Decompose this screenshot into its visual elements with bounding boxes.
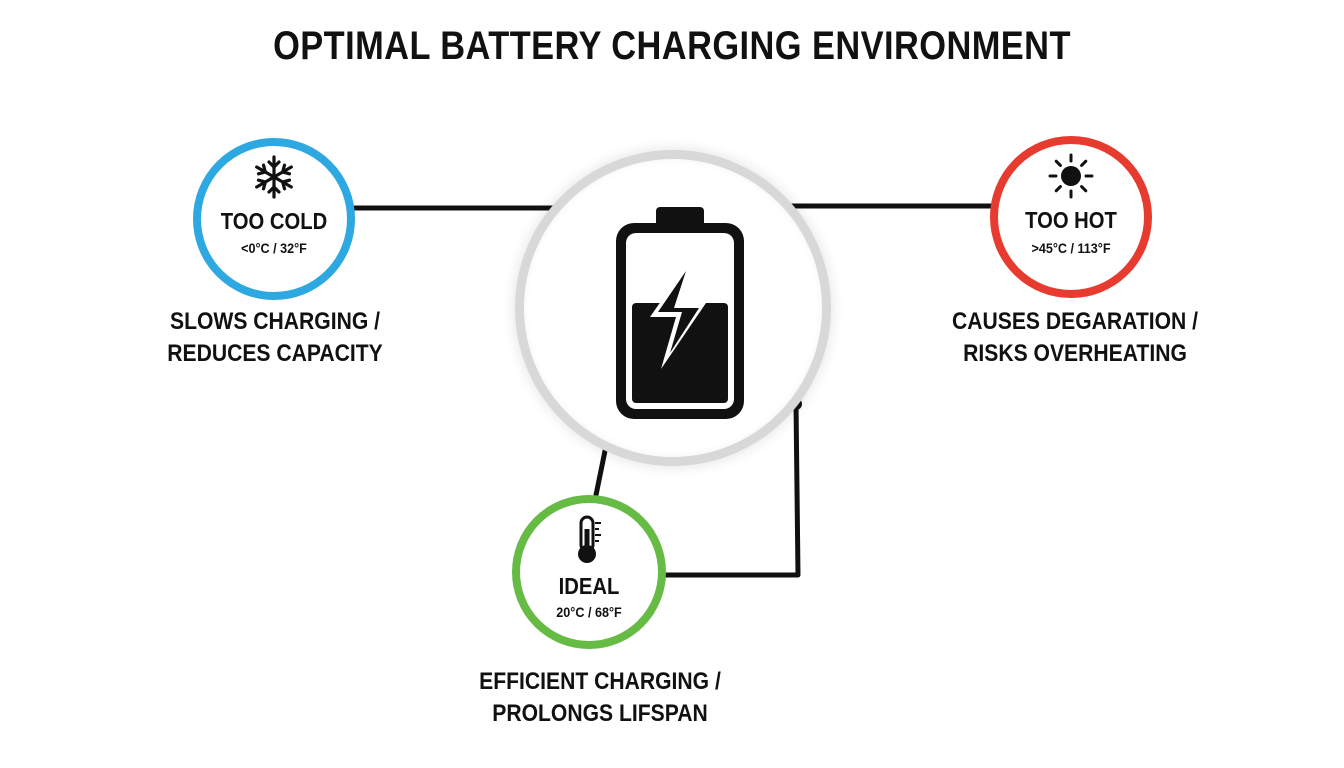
too-hot-description-line-1: CAUSES DEGARATION / <box>951 308 1199 335</box>
too-hot-temperature: >45°C / 113°F <box>1031 240 1111 256</box>
battery-circle <box>515 150 831 466</box>
ideal-node: IDEAL 20°C / 68°F <box>512 495 666 649</box>
sun-icon <box>1048 153 1094 199</box>
too-cold-temperature: <0°C / 32°F <box>241 240 307 256</box>
too-hot-description-line-2: RISKS OVERHEATING <box>963 340 1187 367</box>
diagram-title: OPTIMAL BATTERY CHARGING ENVIRONMENT <box>273 24 1071 68</box>
charging-battery-icon <box>616 207 744 419</box>
ideal-label: IDEAL <box>558 573 620 599</box>
too-hot-node: TOO HOT >45°C / 113°F <box>990 136 1152 298</box>
too-cold-description-line-2: REDUCES CAPACITY <box>167 340 383 367</box>
too-cold-description-line-1: SLOWS CHARGING / <box>169 308 381 335</box>
snowflake-icon <box>255 155 293 199</box>
too-cold-label: TOO COLD <box>220 208 328 234</box>
thermometer-icon <box>578 515 601 563</box>
ideal-connector-line-left <box>593 443 609 498</box>
ideal-temperature: 20°C / 68°F <box>556 604 622 620</box>
too-cold-description: SLOWS CHARGING / REDUCES CAPACITY <box>165 306 385 370</box>
ideal-description-line-2: PROLONGS LIFSPAN <box>492 700 708 727</box>
too-cold-node: TOO COLD <0°C / 32°F <box>193 138 355 300</box>
too-hot-label: TOO HOT <box>1025 207 1117 233</box>
ideal-connector-line-right <box>661 401 801 578</box>
ideal-description: EFFICIENT CHARGING / PROLONGS LIFSPAN <box>459 666 741 730</box>
too-hot-description: CAUSES DEGARATION / RISKS OVERHEATING <box>947 306 1202 370</box>
ideal-description-line-1: EFFICIENT CHARGING / <box>479 668 721 695</box>
